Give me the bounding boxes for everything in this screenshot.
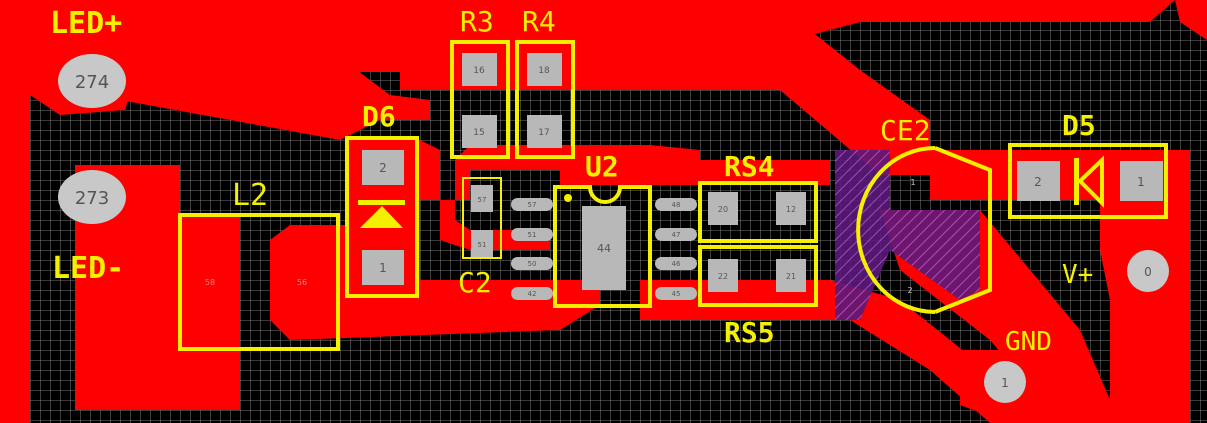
u2-l4-label: 42 [528, 290, 537, 298]
u2-pin-l2 [511, 228, 553, 241]
l2-outline [178, 213, 340, 351]
via-gnd [984, 361, 1026, 403]
r3-outline [450, 40, 510, 159]
u2-l1-label: 57 [528, 201, 537, 209]
ref-c2: C2 [458, 266, 492, 299]
via-273 [58, 170, 126, 224]
top-right-edge [1175, 0, 1207, 40]
rs4-pad-left [708, 192, 738, 225]
ce2-top-label: 1 [910, 178, 915, 187]
d5-right-label: 1 [1137, 175, 1145, 189]
net-label-led-plus: LED+ [50, 6, 122, 41]
rs5-right-label: 21 [786, 272, 796, 281]
r4-pad-bottom [527, 115, 562, 148]
via-v-plus [1127, 250, 1169, 292]
led-plus-trace [120, 50, 430, 140]
rs5-pad-right [776, 259, 806, 292]
net-label-v-plus: V+ [1062, 260, 1093, 290]
u2-body-pad [582, 206, 626, 290]
u2-r3-label: 46 [672, 260, 681, 268]
u2-pin-r3 [655, 257, 697, 270]
pad-labels: 274 273 0 1 16 15 18 17 2 1 57 51 57 51 … [75, 66, 1152, 390]
ref-d5: D5 [1062, 109, 1096, 142]
net-label-gnd: GND [1005, 327, 1052, 357]
u2-l2-label: 51 [528, 231, 537, 239]
d6-diode-symbol [358, 200, 405, 228]
ref-r3: R3 [460, 5, 494, 38]
d6-bottom-label: 1 [379, 261, 387, 275]
rs5-left-label: 22 [718, 272, 728, 281]
d6-top-label: 2 [379, 161, 387, 175]
silkscreen-outlines [178, 40, 1168, 351]
r3-pad-bottom [462, 115, 497, 148]
r4-outline [515, 40, 575, 159]
ref-u2: U2 [585, 150, 619, 183]
c2-pad-top [471, 185, 493, 212]
d6-pad-bottom [362, 250, 404, 285]
via-274-label: 274 [75, 72, 109, 93]
ce2-outline-right [934, 146, 992, 314]
c2-top-label: 57 [478, 196, 487, 204]
l2-right-label: 56 [297, 278, 307, 287]
pads [58, 53, 1169, 403]
d6-outline [345, 136, 419, 298]
via-273-label: 273 [75, 188, 109, 209]
mid-trace [560, 160, 830, 185]
via-v-plus-label: 0 [1144, 265, 1152, 279]
u2-r2-label: 47 [672, 231, 681, 239]
u2-pin-r2 [655, 228, 697, 241]
c2-pad-bottom [471, 230, 493, 257]
r3-pad-top [462, 53, 497, 86]
d6-pour [345, 140, 700, 300]
rs4-pad-right [776, 192, 806, 225]
ce2-outline [856, 146, 936, 314]
ce2-bottom-label: 2 [907, 286, 912, 295]
u2-body-label: 44 [597, 242, 611, 255]
u2-pin-l3 [511, 257, 553, 270]
ref-rs5: RS5 [724, 316, 775, 349]
d5-pad-right [1120, 161, 1163, 201]
l2-right-pour [270, 225, 600, 340]
u2-r4-label: 45 [672, 290, 681, 298]
r4-bottom-label: 17 [538, 128, 549, 138]
u2-r1-label: 48 [672, 201, 681, 209]
ref-d6: D6 [362, 100, 396, 133]
net-label-led-minus: LED- [52, 251, 124, 286]
via-274 [58, 54, 126, 108]
rs5-outline [698, 245, 818, 307]
u2-pin1-marker [564, 194, 572, 202]
d5-left-label: 2 [1034, 175, 1042, 189]
u2-pin-l4 [511, 287, 553, 300]
u2-outline [553, 185, 652, 308]
d5-diode-symbol [1074, 155, 1104, 208]
r3-bottom-label: 15 [473, 128, 484, 138]
d5-outline [1008, 143, 1168, 219]
rs4-outline [698, 181, 818, 243]
ref-ce2: CE2 [880, 114, 931, 147]
r4-pad-top [527, 53, 562, 86]
r4-top-label: 18 [538, 66, 550, 76]
d6-pad-top [362, 150, 404, 185]
u2-pin-l1 [511, 198, 553, 211]
ref-l2: L2 [232, 178, 268, 213]
r3-top-label: 16 [473, 66, 485, 76]
ref-rs4: RS4 [724, 150, 775, 183]
u2-pin-r4 [655, 287, 697, 300]
rs5-pad-left [708, 259, 738, 292]
rs4-right-label: 12 [786, 205, 796, 214]
silkscreen-text: LED+ LED- V+ GND R3 R4 D6 U2 RS4 RS5 CE2… [50, 5, 1096, 357]
c2-bottom-label: 51 [478, 241, 487, 249]
u2-l3-label: 50 [528, 260, 537, 268]
via-gnd-label: 1 [1001, 376, 1009, 390]
c2-outline [462, 177, 502, 259]
left-edge-pour [0, 0, 30, 423]
u2-pin-r1 [655, 198, 697, 211]
rs4-left-label: 20 [718, 205, 728, 214]
d5-pad-left [1017, 161, 1060, 201]
ref-r4: R4 [522, 5, 556, 38]
l2-left-label: 58 [205, 278, 215, 287]
